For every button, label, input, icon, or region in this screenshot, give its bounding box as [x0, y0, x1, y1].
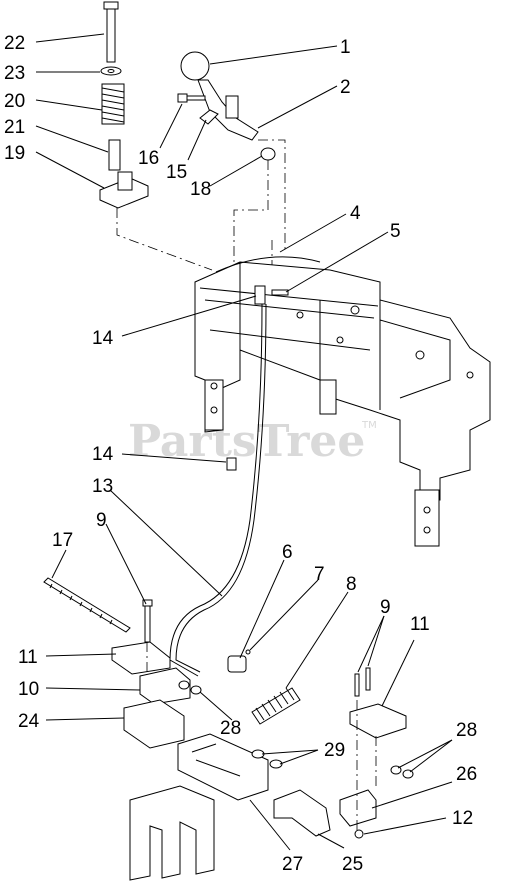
callout-28-right: 28 [456, 720, 477, 741]
callout-14-lower: 14 [92, 444, 114, 465]
callout-18: 18 [190, 179, 211, 200]
part-11-plate-left [111, 641, 171, 675]
callout-8: 8 [346, 574, 357, 595]
part-lower-bracket [129, 785, 215, 881]
part-7-clip [245, 649, 251, 655]
callout-29: 29 [324, 740, 345, 761]
part-4-cable-end [215, 256, 321, 273]
part-9-bolts-right [354, 667, 371, 697]
part-27-plate [177, 733, 269, 801]
part-6-fitting [227, 655, 247, 673]
part-28-bolts-right [390, 765, 414, 779]
watermark: PartsTree TM [128, 416, 377, 467]
part-18-nut [260, 147, 276, 161]
callout-16: 16 [138, 148, 159, 169]
callout-7: 7 [314, 564, 325, 585]
callout-26: 26 [456, 764, 477, 785]
part-9-bolt-left [142, 599, 153, 643]
part-2-lever [197, 79, 259, 141]
part-23-washer [100, 66, 122, 76]
watermark-tm: TM [361, 420, 377, 431]
callout-19: 19 [4, 143, 25, 164]
leader-lines [35, 33, 453, 851]
part-24-bracket [123, 699, 185, 749]
frame-assembly [194, 261, 491, 547]
callout-15: 15 [166, 162, 187, 183]
part-25-bracket [273, 789, 331, 837]
part-15-plate [199, 109, 219, 125]
part-8-spring [251, 687, 301, 725]
callout-28-left: 28 [220, 718, 241, 739]
part-1-knob [180, 51, 210, 81]
part-11-plate-right [349, 703, 407, 739]
callout-17: 17 [52, 530, 73, 551]
part-14-nut-lower [226, 457, 237, 471]
part-19-bracket [99, 171, 149, 209]
callout-13: 13 [92, 476, 113, 497]
callout-labels: 22 23 20 21 19 1 2 16 15 18 4 5 14 14 13… [4, 33, 477, 875]
callout-23: 23 [4, 63, 25, 84]
callout-11-right: 11 [410, 614, 430, 635]
callout-27: 27 [282, 854, 303, 875]
callout-5: 5 [390, 221, 401, 242]
part-13-cable [169, 303, 267, 677]
callout-12: 12 [452, 808, 473, 829]
callout-2: 2 [340, 77, 351, 98]
assembly-lines-bottom [146, 642, 377, 834]
callout-22: 22 [4, 33, 25, 54]
part-22-bolt [103, 1, 119, 63]
callout-4: 4 [350, 203, 361, 224]
part-14-nut-upper [254, 285, 266, 305]
part-20-spring [101, 83, 125, 125]
callout-11-left: 11 [18, 647, 38, 668]
callout-6: 6 [282, 542, 293, 563]
callout-24: 24 [18, 711, 40, 732]
part-17-threaded-rod [43, 577, 131, 633]
callout-1: 1 [340, 37, 351, 58]
part-28-bolts-left [178, 680, 202, 695]
part-16-bolt [177, 93, 206, 103]
part-29-bolts [251, 749, 283, 769]
assembly-lines-top [116, 139, 286, 282]
part-26-bracket [339, 789, 377, 827]
callout-9-left: 9 [96, 510, 107, 531]
part-12-nut [354, 829, 364, 839]
part-10-bracket [139, 667, 191, 705]
part-5-bolt [271, 289, 289, 296]
callout-14-upper: 14 [92, 328, 114, 349]
callout-25: 25 [342, 854, 363, 875]
callout-10: 10 [18, 679, 39, 700]
callout-21: 21 [4, 117, 25, 138]
callout-9-right: 9 [380, 597, 391, 618]
part-21-spacer [108, 139, 121, 171]
callout-20: 20 [4, 91, 25, 112]
watermark-text: PartsTree [128, 416, 365, 467]
